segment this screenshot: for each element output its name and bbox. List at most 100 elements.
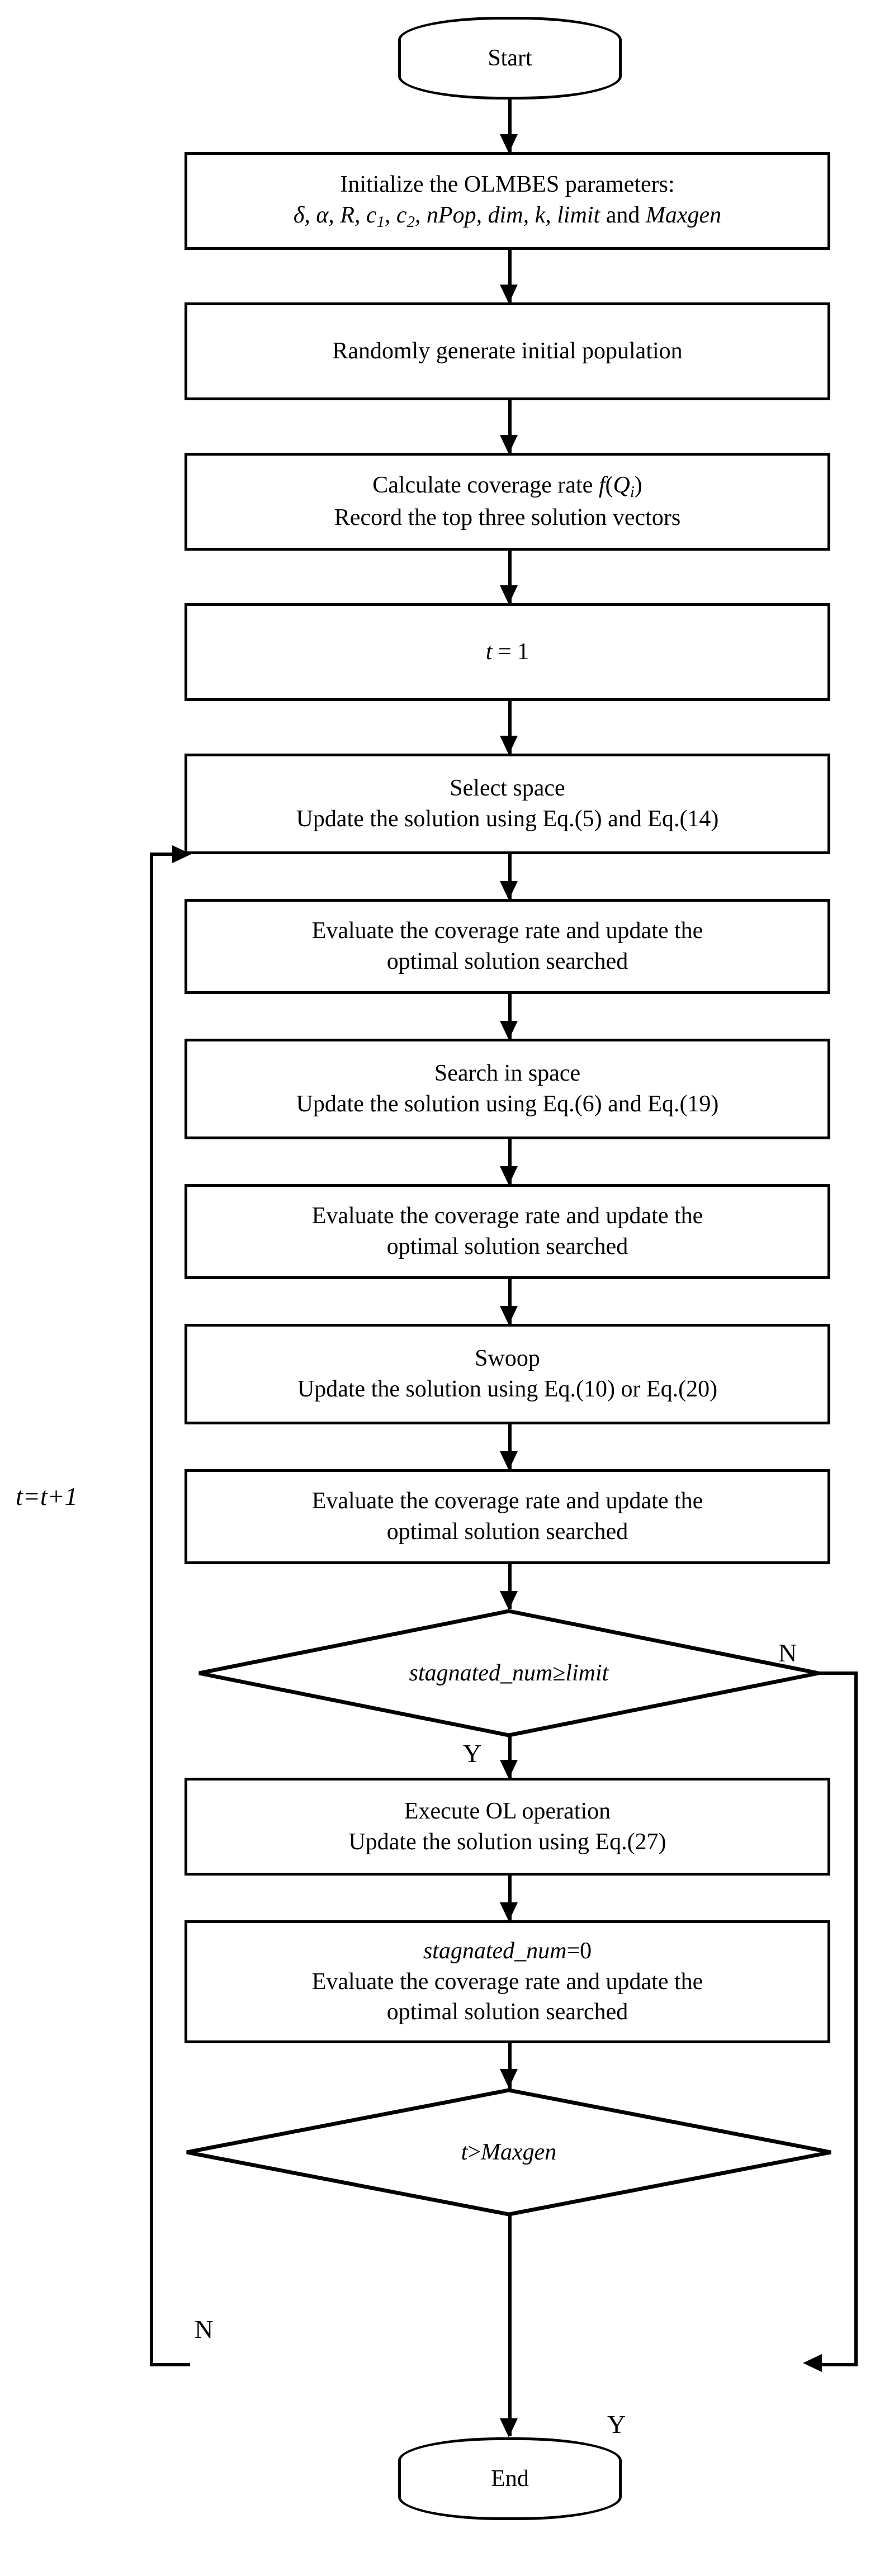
arrow-randpop-to-calc (500, 435, 518, 454)
calc-sub: i (630, 484, 635, 501)
decision-stagnated-var: stagnated_num (409, 1660, 553, 1686)
edge-eval1-to-search (508, 994, 512, 1039)
edge-stagnated-no-to-maxgen (822, 2363, 858, 2366)
init-params-prefix: δ, α, R, c (293, 202, 377, 228)
arrow-stagnated-no-into-maxgen (803, 2354, 822, 2372)
edge-swoop-to-eval3 (508, 1424, 512, 1469)
decision-maxgen-limit: Maxgen (481, 2139, 557, 2165)
node-search-line1: Search in space (434, 1060, 581, 1087)
edge-maxgen-no-horizontal (150, 2363, 190, 2366)
init-params-maxgen: Maxgen (645, 202, 722, 228)
arrow-calc-to-t1 (500, 585, 518, 604)
node-start-label: Start (488, 45, 532, 71)
node-set-t-one[interactable]: t = 1 (185, 603, 830, 701)
arrow-eval1-to-search (500, 1021, 518, 1040)
node-reset-line3: optimal solution searched (386, 1999, 628, 2025)
node-swoop-line1: Swoop (475, 1346, 540, 1372)
init-params-mid: , c (384, 202, 407, 228)
calc-Q: Q (613, 472, 630, 499)
reset-var: stagnated_num (423, 1938, 567, 1964)
edge-eval2-to-swoop (508, 1279, 512, 1324)
edge-randpop-to-calc (508, 400, 512, 453)
edge-eval3-to-decision-stagnated (508, 1564, 512, 1609)
node-evaluate-1[interactable]: Evaluate the coverage rate and update th… (185, 899, 830, 994)
arrow-eval2-to-swoop (500, 1306, 518, 1325)
calc-f: f (598, 472, 606, 499)
node-select-space-line2: Update the solution using Eq.(5) and Eq.… (296, 806, 719, 832)
node-calculate-line2: Record the top three solution vectors (334, 505, 681, 531)
init-params-and: and (600, 202, 646, 228)
init-params-sub2: 2 (406, 213, 415, 231)
node-execute-ol[interactable]: Execute OL operation Update the solution… (185, 1778, 830, 1876)
label-iteration-counter: t=t+1 (16, 1482, 78, 1510)
reset-eq: =0 (566, 1938, 592, 1964)
edge-search-to-eval2 (508, 1139, 512, 1184)
arrow-search-to-eval2 (500, 1166, 518, 1185)
node-evaluate-2[interactable]: Evaluate the coverage rate and update th… (185, 1184, 830, 1279)
node-swoop[interactable]: Swoop Update the solution using Eq.(10) … (185, 1324, 830, 1424)
node-set-t-one-label: t = 1 (486, 637, 529, 667)
edge-init-to-randpop (508, 250, 512, 302)
arrow-select-to-eval1 (500, 881, 518, 900)
node-execute-ol-line1: Execute OL operation (404, 1798, 611, 1824)
edge-calc-to-t1 (508, 551, 512, 603)
node-end[interactable]: End (398, 2437, 622, 2520)
edge-reset-to-decision-maxgen (508, 2043, 512, 2089)
node-select-space[interactable]: Select space Update the solution using E… (185, 754, 830, 854)
arrow-maxgen-no-into-select (172, 845, 191, 863)
decision-stagnated-op: ≥ (552, 1660, 566, 1686)
decision-maxgen-var: t (461, 2139, 468, 2165)
node-search-in-space[interactable]: Search in space Update the solution usin… (185, 1039, 830, 1139)
node-initialize-line2: δ, α, R, c1, c2, nPop, dim, k, limit and… (294, 200, 721, 233)
arrow-ol-to-reset (500, 1902, 518, 1921)
arrow-reset-to-decision-maxgen (500, 2069, 518, 2088)
edge-stagnated-yes-to-ol (508, 1735, 512, 1778)
calc-prefix: Calculate coverage rate (372, 472, 599, 499)
edge-stagnated-no-vertical (854, 1671, 858, 2365)
edge-stagnated-no-horizontal (817, 1671, 858, 1675)
node-initialize-line1: Initialize the OLMBES parameters: (340, 172, 675, 198)
decision-maxgen-op: > (467, 2139, 481, 2165)
node-reset-stagnated[interactable]: stagnated_num=0 Evaluate the coverage ra… (185, 1920, 830, 2043)
node-select-space-line1: Select space (450, 775, 565, 802)
node-decision-stagnated[interactable]: stagnated_num ≥ limit (197, 1609, 821, 1737)
edge-maxgen-yes-to-end (508, 2213, 512, 2436)
node-reset-line2: Evaluate the coverage rate and update th… (311, 1968, 703, 1995)
label-maxgen-yes: Y (607, 2410, 626, 2438)
node-calculate-line1: Calculate coverage rate f(Qi) (372, 470, 642, 503)
node-evaluate-3-line2: optimal solution searched (386, 1519, 628, 1545)
decision-stagnated-label: stagnated_num ≥ limit (197, 1609, 821, 1737)
init-params-italic: , nPop, dim, k, limit (414, 202, 600, 228)
node-random-population[interactable]: Randomly generate initial population (185, 302, 830, 400)
arrow-swoop-to-eval3 (500, 1451, 518, 1470)
arrow-maxgen-yes-to-end (500, 2418, 518, 2437)
t1-eq: = 1 (492, 639, 529, 665)
node-start[interactable]: Start (398, 17, 622, 100)
label-stagnated-yes: Y (463, 1739, 482, 1768)
node-evaluate-2-line1: Evaluate the coverage rate and update th… (311, 1203, 703, 1229)
node-evaluate-3-line1: Evaluate the coverage rate and update th… (311, 1488, 703, 1514)
label-stagnated-no: N (778, 1639, 797, 1667)
node-evaluate-1-line1: Evaluate the coverage rate and update th… (311, 918, 703, 944)
arrow-stagnated-yes-to-ol (500, 1760, 518, 1779)
edge-maxgen-no-vertical (150, 853, 153, 2366)
edge-start-to-init (508, 100, 512, 152)
node-random-population-label: Randomly generate initial population (332, 338, 683, 364)
node-execute-ol-line2: Update the solution using Eq.(27) (348, 1829, 666, 1855)
node-calculate-coverage[interactable]: Calculate coverage rate f(Qi) Record the… (185, 453, 830, 551)
arrow-t1-to-select (500, 736, 518, 755)
node-decision-maxgen[interactable]: t > Maxgen (185, 2088, 833, 2217)
node-evaluate-3[interactable]: Evaluate the coverage rate and update th… (185, 1469, 830, 1564)
calc-close: ) (634, 472, 642, 499)
decision-stagnated-limit: limit (565, 1660, 609, 1686)
node-initialize-parameters[interactable]: Initialize the OLMBES parameters: δ, α, … (185, 152, 830, 250)
init-params-sub1: 1 (376, 213, 385, 231)
t1-var: t (485, 639, 493, 665)
arrow-init-to-randpop (500, 285, 518, 304)
edge-select-to-eval1 (508, 854, 512, 899)
edge-t1-to-select (508, 701, 512, 754)
label-maxgen-no: N (195, 2315, 214, 2343)
arrow-start-to-init (500, 134, 518, 153)
node-swoop-line2: Update the solution using Eq.(10) or Eq.… (297, 1376, 718, 1402)
